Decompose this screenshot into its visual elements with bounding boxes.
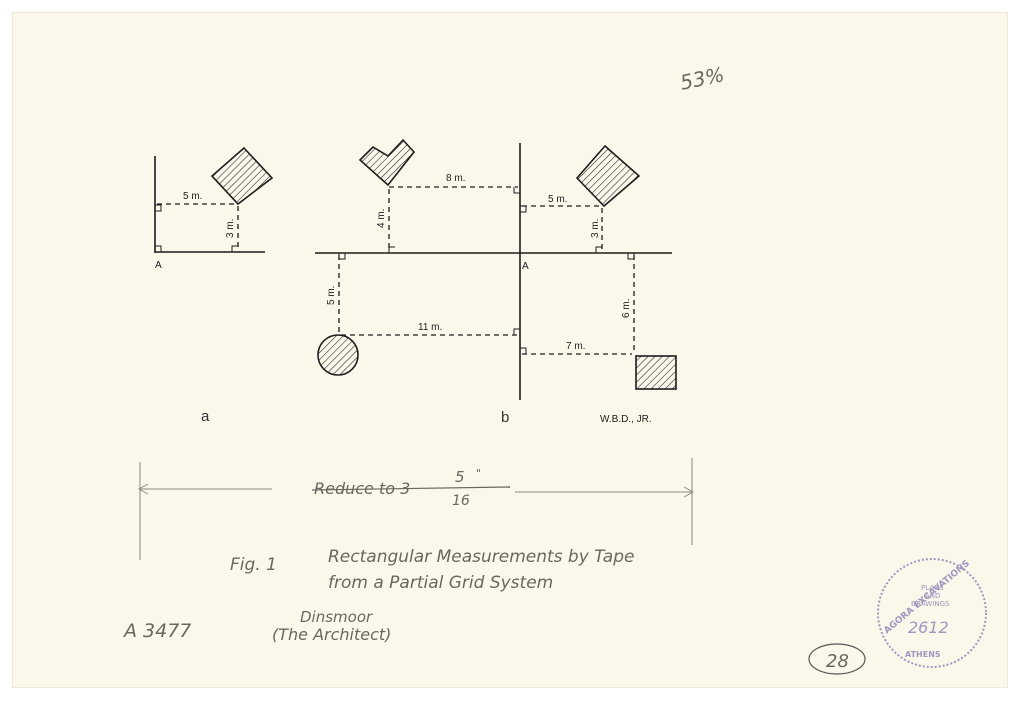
b-offset-label-7m: 7 m. [566,341,585,352]
a-offset-label-5m: 5 m. [183,191,202,202]
stamp-number: 2612 [908,618,949,637]
scale-strike-line [311,486,511,491]
b-offset-label-3m: 3 m. [590,219,601,238]
diagram-b: 8 m. 4 m. 5 m. 3 m. 5 m. 11 m. 6 m. 7 m.… [315,138,677,426]
caption-fig: Fig. 1 [230,555,277,575]
scale-arrow-left [137,483,149,495]
b-right-angle-mark [520,347,527,354]
diagram-b-label: b [501,409,509,426]
b-offset-label-8m: 8 m. [446,173,465,184]
b-offset-label-4m: 4 m. [376,209,387,228]
scale-unit: " [476,467,481,480]
a-point-label: A [155,260,162,271]
b-offset-label-6m: 6 m. [621,299,632,318]
b-right-angle-mark [513,187,520,194]
b-rect-monument [635,355,677,390]
scale-denominator: 16 [452,493,470,509]
caption-author: Dinsmoor [300,608,373,626]
b-offset-label-5m: 5 m. [326,286,337,305]
stamp-city: ATHENS [905,650,941,659]
drawing-sheet: 53% 5 m. 3 m. A a 8 m. 4 m. 5 m. 3 m. [12,12,1008,688]
caption-line-1: Rectangular Measurements by Tape [328,547,634,567]
percent-note: 53% [678,62,726,95]
b-right-angle-mark [513,328,520,335]
stamp-inner-1: PLANS [921,584,944,592]
caption: Fig. 1 Rectangular Measurements by Tape … [230,547,634,644]
b-right-angle-mark [627,253,635,260]
scale-bar: Reduce to 3 5 " 16 [137,458,695,560]
a-offset-label-3m: 3 m. [225,219,236,238]
b-offset-label-11m: 11 m. [418,322,442,333]
b-right-angle-mark [595,246,602,253]
diagram-a-label: a [201,408,210,425]
diagram-a: 5 m. 3 m. A a [154,146,274,425]
a-right-angle-mark [155,204,162,212]
scale-numerator: 5 [455,468,465,486]
catalog-number: A 3477 [122,620,191,642]
stamp-inner-3: DRAWINGS [911,600,950,608]
caption-line-2: from a Partial Grid System [328,573,553,593]
page-number: 28 [826,651,849,672]
b-square-monument [575,144,641,208]
a-right-angle-mark [155,245,162,252]
caption-author-note: (The Architect) [272,625,391,644]
b-circle-monument [317,334,359,376]
b-heart-monument [358,138,416,187]
drawing-canvas: 53% 5 m. 3 m. A a 8 m. 4 m. 5 m. 3 m. [122,62,987,675]
b-right-angle-mark [388,246,395,253]
b-offset-label-5m: 5 m. [548,194,567,205]
stamp-ring [877,558,987,668]
page-number-oval [808,643,866,675]
a-square-monument [210,146,274,206]
archive-stamp: AGORA EXCAVATIONS PLANS AND DRAWINGS 261… [877,558,987,668]
stamp-inner-2: AND [925,592,940,600]
b-right-angle-mark [338,253,346,260]
a-right-angle-mark [231,245,238,252]
b-point-label: A [522,261,529,272]
scale-arrow-right [683,486,695,498]
scale-note-struck: Reduce to 3 [314,479,410,498]
draftsman-initials: W.B.D., JR. [600,414,652,425]
b-right-angle-mark [520,205,527,213]
